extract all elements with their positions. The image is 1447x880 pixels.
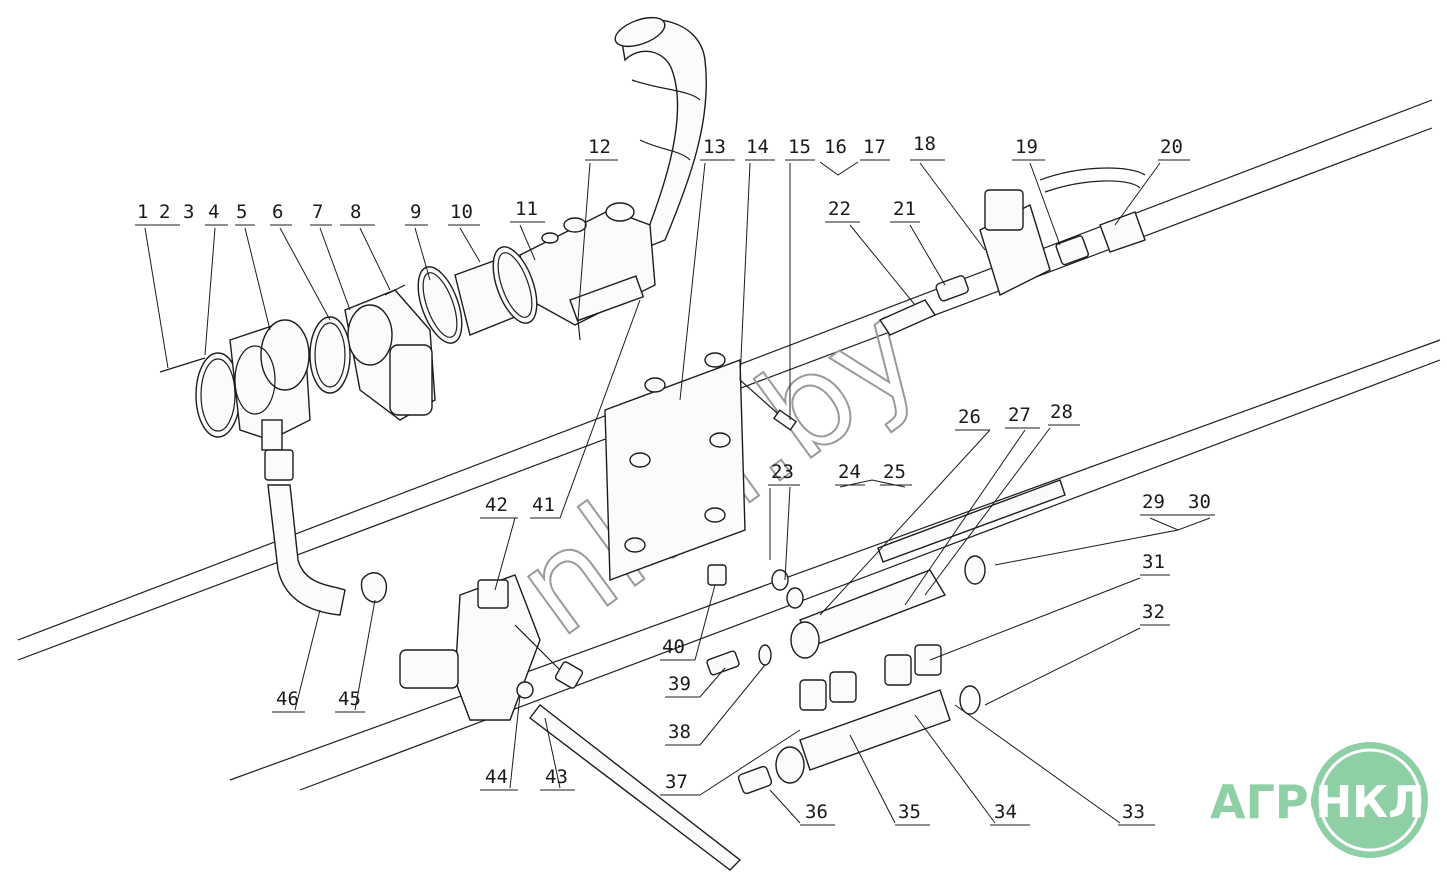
logo-mark: НКЛ [1315, 777, 1424, 828]
label-25: 25 [883, 461, 906, 483]
hose-46 [264, 449, 388, 616]
label-40: 40 [662, 636, 685, 658]
label-19: 19 [1015, 136, 1038, 158]
label-3: 3 [183, 201, 194, 223]
brand-logo: АГРО НКЛ [1210, 742, 1428, 858]
label-13: 13 [703, 136, 726, 158]
tube-pipes [529, 479, 1066, 871]
label-42: 42 [485, 494, 508, 516]
injector-rail [737, 555, 986, 795]
label-44: 44 [485, 766, 508, 788]
label-33: 33 [1122, 801, 1145, 823]
leader-lines [135, 159, 1215, 826]
label-6: 6 [272, 201, 283, 223]
label-15: 15 [788, 136, 811, 158]
label-4: 4 [208, 201, 219, 223]
label-5: 5 [236, 201, 247, 223]
label-28: 28 [1050, 401, 1073, 423]
label-20: 20 [1160, 136, 1183, 158]
label-7: 7 [312, 201, 323, 223]
label-18: 18 [913, 133, 936, 155]
label-22: 22 [828, 198, 851, 220]
small-fittings [706, 564, 804, 676]
label-26: 26 [958, 406, 981, 428]
label-1: 1 [137, 201, 148, 223]
logo-circle [1312, 742, 1428, 858]
rail-22 [878, 275, 969, 336]
label-16: 16 [824, 136, 847, 158]
label-21: 21 [893, 198, 916, 220]
solenoid-valve-top [979, 167, 1146, 296]
label-10: 10 [450, 201, 473, 223]
label-17: 17 [863, 136, 886, 158]
reducer-42 [399, 574, 584, 721]
label-31: 31 [1142, 551, 1165, 573]
label-32: 32 [1142, 601, 1165, 623]
label-39: 39 [668, 673, 691, 695]
label-43: 43 [545, 766, 568, 788]
label-23: 23 [771, 461, 794, 483]
label-27: 27 [1008, 404, 1031, 426]
bracket-plate [604, 352, 798, 581]
callout-labels: 1 2 3 4 5 6 7 8 9 10 11 12 13 14 15 16 1… [137, 133, 1211, 823]
label-34: 34 [994, 801, 1017, 823]
label-45: 45 [338, 688, 361, 710]
flange-assembly [159, 316, 351, 451]
label-30: 30 [1188, 491, 1211, 513]
throttle-body [344, 284, 436, 421]
label-24: 24 [838, 461, 861, 483]
label-46: 46 [276, 688, 299, 710]
label-12: 12 [588, 136, 611, 158]
elbow-pipe [614, 16, 708, 252]
label-36: 36 [805, 801, 828, 823]
clamp-rings [417, 246, 538, 344]
label-35: 35 [898, 801, 921, 823]
label-41: 41 [532, 494, 555, 516]
housing-11 [519, 202, 656, 341]
label-11: 11 [515, 198, 538, 220]
label-14: 14 [746, 136, 769, 158]
label-2: 2 [159, 201, 170, 223]
label-29: 29 [1142, 491, 1165, 513]
label-8: 8 [350, 201, 361, 223]
label-9: 9 [410, 201, 421, 223]
label-37: 37 [665, 771, 688, 793]
label-38: 38 [668, 721, 691, 743]
